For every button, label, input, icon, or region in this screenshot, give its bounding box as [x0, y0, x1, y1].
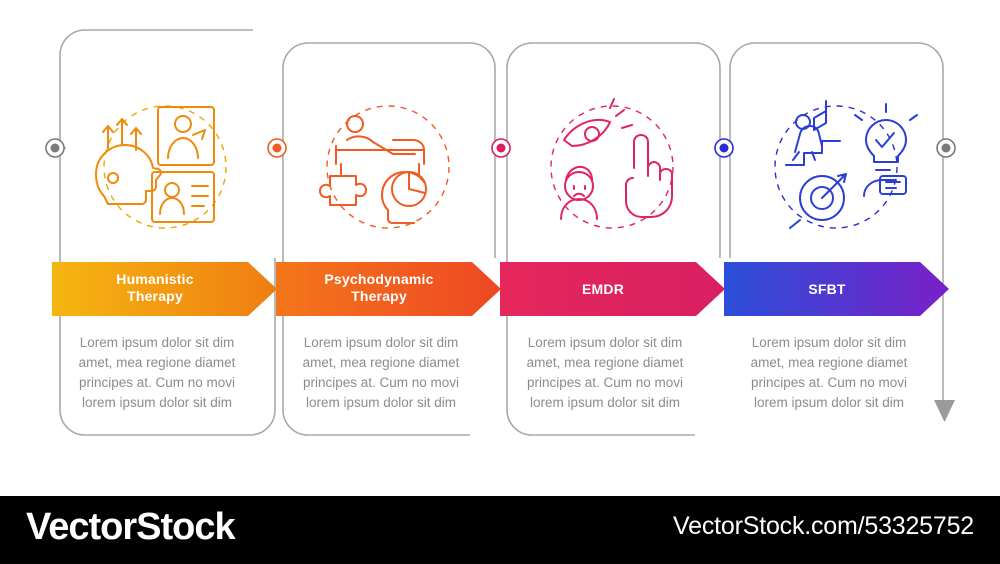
step-frame-3-lower	[506, 258, 695, 436]
step-frame-3-upper	[506, 42, 721, 258]
step-label-2-line1: Psychodynamic	[324, 271, 434, 287]
step-frame-1-upper	[59, 29, 253, 258]
step-body-4: Lorem ipsum dolor sit dim amet, mea regi…	[750, 335, 908, 410]
step-dot-start-core	[50, 143, 60, 153]
step-dot-2-core	[272, 143, 282, 153]
vectorstock-logo: VectorStock	[26, 506, 236, 548]
step-label-1-line2: Therapy	[127, 288, 183, 304]
psychodynamic-therapy-icon	[319, 115, 427, 224]
icon-circle-1	[103, 105, 227, 229]
step-frame-2-upper	[282, 42, 496, 258]
step-label-3: EMDR	[508, 281, 698, 298]
step-dot-3-core	[496, 143, 506, 153]
step-frame-1-top	[60, 30, 275, 258]
step-frames	[59, 29, 944, 436]
step-label-2: Psychodynamic Therapy	[284, 271, 474, 305]
step-banner-3	[500, 262, 725, 316]
step-banner-2	[276, 262, 501, 316]
step-frame-1	[59, 258, 276, 436]
process-infographic: Humanistic Therapy Psychodynamic Therapy…	[45, 29, 956, 436]
step-dots	[45, 138, 956, 158]
step-frame-4-upper	[729, 42, 944, 258]
humanistic-therapy-icon	[95, 106, 215, 223]
emdr-icon	[560, 98, 673, 220]
end-arrow-icon	[934, 400, 955, 422]
step-banner-1	[52, 262, 277, 316]
vectorstock-url: VectorStock.com/53325752	[673, 512, 974, 540]
step-label-1-line1: Humanistic	[116, 271, 194, 287]
step-body-3: Lorem ipsum dolor sit dim amet, mea regi…	[526, 335, 684, 410]
step-frame-2-lower	[282, 258, 470, 436]
step-label-2-line2: Therapy	[351, 288, 407, 304]
sfbt-icon	[785, 100, 918, 229]
connector-layer	[45, 29, 956, 436]
step-dot-4-core	[719, 143, 729, 153]
step-body-1: Lorem ipsum dolor sit dim amet, mea regi…	[78, 335, 236, 410]
step-body-2: Lorem ipsum dolor sit dim amet, mea regi…	[302, 335, 460, 410]
icon-circle-2	[326, 105, 450, 229]
icon-circle-3	[550, 105, 674, 229]
icon-dashed-circles	[103, 105, 898, 229]
step-label-4-line1: SFBT	[808, 281, 846, 297]
icon-circle-4	[774, 105, 898, 229]
step-label-3-line1: EMDR	[581, 281, 625, 297]
infographic-canvas: Humanistic Therapy Psychodynamic Therapy…	[45, 29, 956, 436]
step-label-4: SFBT	[732, 281, 922, 298]
step-banner-4	[724, 262, 949, 316]
step-banners	[52, 262, 949, 316]
step-dot-end-core	[941, 143, 951, 153]
watermark-footer: VectorStock VectorStock.com/53325752	[0, 496, 1000, 564]
step-label-1: Humanistic Therapy	[60, 271, 250, 305]
